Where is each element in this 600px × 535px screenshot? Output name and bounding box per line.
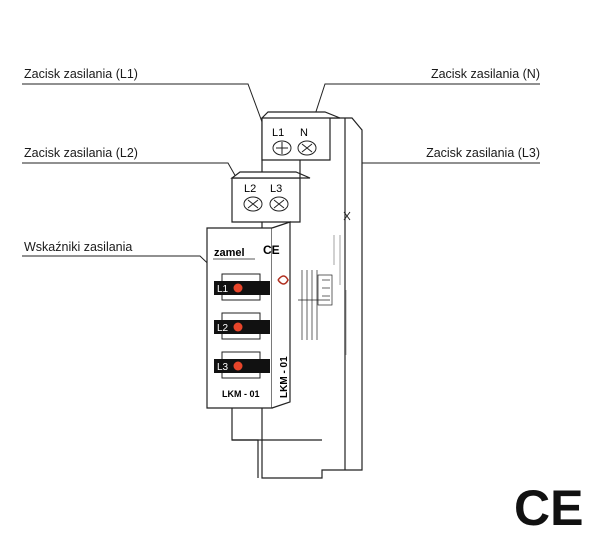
- front-ce-mark: CE: [263, 243, 280, 257]
- top-terminal-lip: [260, 111, 341, 119]
- screw-n-slot: [301, 143, 313, 153]
- side-model-label: LKM - 01: [279, 356, 290, 398]
- indicator-l2-led: [233, 322, 243, 332]
- bottom-screws: [243, 196, 289, 212]
- bottom-terminal-block: [231, 177, 301, 223]
- label-power-terminal-l2: Zacisk zasilania (L2): [24, 146, 138, 160]
- label-power-terminal-l1: Zacisk zasilania (L1): [24, 67, 138, 81]
- side-logo-icon: [277, 275, 289, 285]
- indicator-l2-label: L2: [217, 323, 229, 334]
- label-power-terminal-l3: Zacisk zasilania (L3): [426, 146, 540, 160]
- callout-line-indicators: [22, 255, 223, 278]
- label-power-terminal-n: Zacisk zasilania (N): [430, 67, 540, 81]
- indicator-l1-led: [233, 283, 243, 293]
- screw-l2-slot: [247, 199, 259, 209]
- terminal-label-n: N: [300, 127, 308, 139]
- top-terminal-block: [261, 118, 331, 161]
- screw-l3-slot: [273, 199, 285, 209]
- callout-line-l1: [22, 83, 266, 131]
- indicator-l2: L2: [214, 312, 270, 340]
- callout-line-l2: [22, 162, 246, 194]
- bottom-terminal-lip: [230, 171, 311, 179]
- top-screws: [272, 140, 317, 156]
- screw-l1-slot: [276, 142, 288, 154]
- brand-logo: zamel: [214, 247, 245, 259]
- indicator-l3: L3: [214, 351, 270, 379]
- terminal-label-l2: L2: [244, 183, 256, 195]
- module-lower-body: [231, 408, 259, 478]
- indicator-l1-label: L1: [217, 284, 229, 295]
- side-spec-text-icon: [333, 235, 347, 355]
- indicator-l1: L1: [214, 273, 270, 301]
- terminal-label-l1: L1: [272, 127, 284, 139]
- wiring-schematic-icon: [298, 270, 333, 340]
- label-power-indicators: Wskaźniki zasilania: [24, 240, 133, 254]
- front-model-label: LKM - 01: [222, 389, 260, 399]
- terminal-label-l3: L3: [270, 183, 282, 195]
- indicator-l3-label: L3: [217, 362, 229, 373]
- large-ce-mark: CE: [514, 480, 583, 535]
- indicator-l3-led: [233, 361, 243, 371]
- side-disposal-icon: [343, 211, 351, 221]
- front-panel-side: [271, 221, 291, 409]
